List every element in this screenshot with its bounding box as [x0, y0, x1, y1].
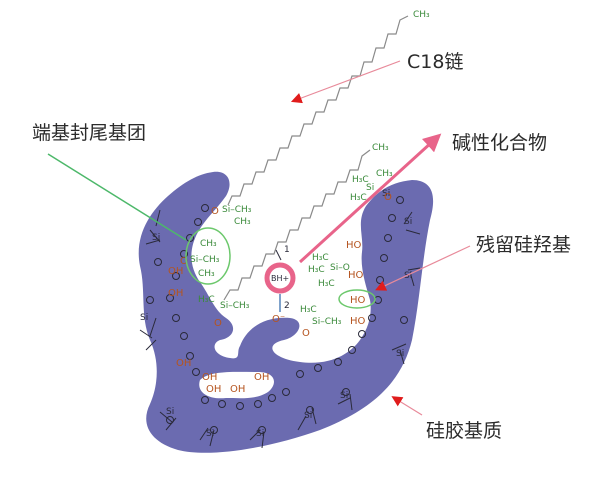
label-endcap-group: 端基封尾基团 [32, 122, 147, 144]
svg-text:OH: OH [176, 358, 191, 369]
svg-text:Si: Si [396, 349, 404, 359]
svg-text:H₃C: H₃C [308, 265, 325, 275]
svg-text:O: O [214, 318, 222, 329]
basic-compound-arrow [298, 133, 442, 264]
svg-text:CH₃: CH₃ [200, 239, 217, 249]
svg-text:Si: Si [166, 407, 174, 417]
c18-pointer [290, 60, 401, 104]
svg-text:H₃C: H₃C [352, 175, 369, 185]
silica-pore-cavity [199, 371, 274, 399]
svg-text:Si: Si [256, 429, 264, 439]
svg-text:OH: OH [206, 384, 221, 395]
silica-pointer [391, 396, 423, 416]
svg-text:Si: Si [140, 313, 148, 323]
svg-text:H₃C: H₃C [198, 295, 215, 305]
svg-text:CH₃: CH₃ [372, 143, 389, 153]
c18-chain-second [223, 149, 371, 301]
svg-text:O: O [302, 328, 310, 339]
svg-text:O: O [180, 256, 188, 267]
svg-text:Si: Si [304, 411, 312, 421]
analyte-label: BH+ [271, 274, 289, 283]
svg-text:Si: Si [382, 189, 390, 199]
svg-text:HO: HO [350, 316, 366, 327]
svg-text:H₃C: H₃C [318, 279, 335, 289]
svg-text:Si–O: Si–O [330, 263, 350, 273]
silica-matrix-shape [138, 171, 434, 453]
svg-text:2: 2 [284, 301, 290, 311]
endcap-highlight-circle [185, 227, 231, 285]
svg-text:HO: HO [346, 240, 362, 251]
svg-text:CH₃: CH₃ [198, 269, 215, 279]
svg-text:OH: OH [254, 372, 269, 383]
svg-text:OH: OH [168, 266, 183, 277]
analyte-bh-ring [264, 262, 296, 294]
svg-text:Si–CH₃: Si–CH₃ [312, 317, 342, 327]
svg-text:Si: Si [404, 271, 412, 281]
svg-text:H₃C: H₃C [300, 305, 317, 315]
siloxane-network [139, 196, 421, 449]
svg-text:Si: Si [206, 429, 214, 439]
svg-text:H₃C: H₃C [312, 253, 329, 263]
svg-text:CH₃: CH₃ [376, 169, 393, 179]
svg-text:Si–CH₃: Si–CH₃ [190, 255, 220, 265]
endcap-pointer [47, 153, 187, 241]
svg-text:OH: OH [168, 288, 183, 299]
c18-chain-main [227, 15, 409, 206]
svg-text:OH: OH [230, 384, 245, 395]
silanol-highlight-circle [338, 289, 376, 309]
silanol-pointer [375, 245, 471, 291]
svg-text:Si: Si [152, 233, 160, 243]
svg-text:HO: HO [348, 270, 364, 281]
svg-text:OH: OH [202, 372, 217, 383]
label-c18-chain: C18链 [407, 51, 464, 73]
label-basic-compound: 碱性化合物 [452, 132, 548, 154]
svg-text:Si: Si [340, 391, 348, 401]
svg-text:1: 1 [284, 245, 290, 255]
interaction-1-line [275, 249, 282, 261]
svg-text:Si: Si [366, 183, 374, 193]
svg-text:O⁻: O⁻ [272, 314, 285, 325]
label-silica-matrix: 硅胶基质 [426, 420, 503, 442]
svg-text:CH₃: CH₃ [413, 10, 430, 20]
svg-text:HO: HO [350, 295, 366, 306]
svg-text:O: O [384, 192, 392, 203]
svg-text:Si–CH₃: Si–CH₃ [222, 205, 252, 215]
svg-text:Si–CH₃: Si–CH₃ [220, 301, 250, 311]
svg-text:O: O [211, 206, 219, 217]
label-residual-silanol: 残留硅羟基 [476, 234, 572, 256]
svg-text:H₃C: H₃C [350, 193, 367, 203]
svg-text:CH₃: CH₃ [234, 217, 251, 227]
svg-text:Si: Si [404, 217, 412, 227]
